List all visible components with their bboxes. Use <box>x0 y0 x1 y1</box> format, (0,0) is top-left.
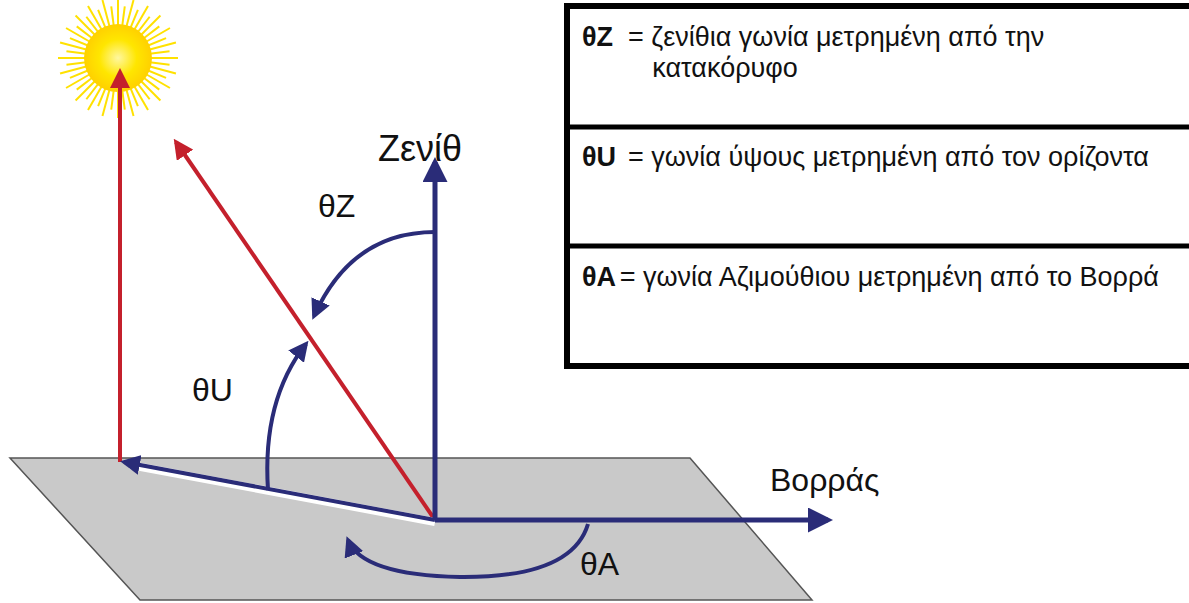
zenith-angle-arc <box>314 232 435 316</box>
azimuth-angle-arc <box>348 524 588 577</box>
table-definition: = γωνία ύψους μετρημένη από τον ορίζοντα <box>628 142 1172 173</box>
projection-arrow <box>124 462 435 520</box>
table-symbol: θU <box>582 142 616 173</box>
table-definition: = γωνία Αζιμούθιου μετρημένη από το Βορρ… <box>620 262 1184 293</box>
table-definition: = ζενίθια γωνία μετρημένη από την κατακό… <box>628 22 1172 84</box>
axis-label: Βορράς <box>770 462 879 499</box>
angle-symbol: θZ <box>318 188 355 225</box>
table-symbol: θZ <box>582 22 613 53</box>
ground-plane <box>10 458 812 600</box>
zenith-axis <box>433 162 438 520</box>
north-axis <box>435 518 828 523</box>
sun-ray-vertical <box>118 72 122 462</box>
axis-label: Ζενίθ <box>378 128 462 169</box>
angle-symbol: θA <box>580 546 619 583</box>
definition-table <box>567 6 1189 366</box>
sun-ray <box>176 142 435 520</box>
altitude-angle-arc <box>267 344 306 490</box>
angle-symbol: θU <box>192 372 233 409</box>
table-symbol: θA <box>582 262 616 293</box>
